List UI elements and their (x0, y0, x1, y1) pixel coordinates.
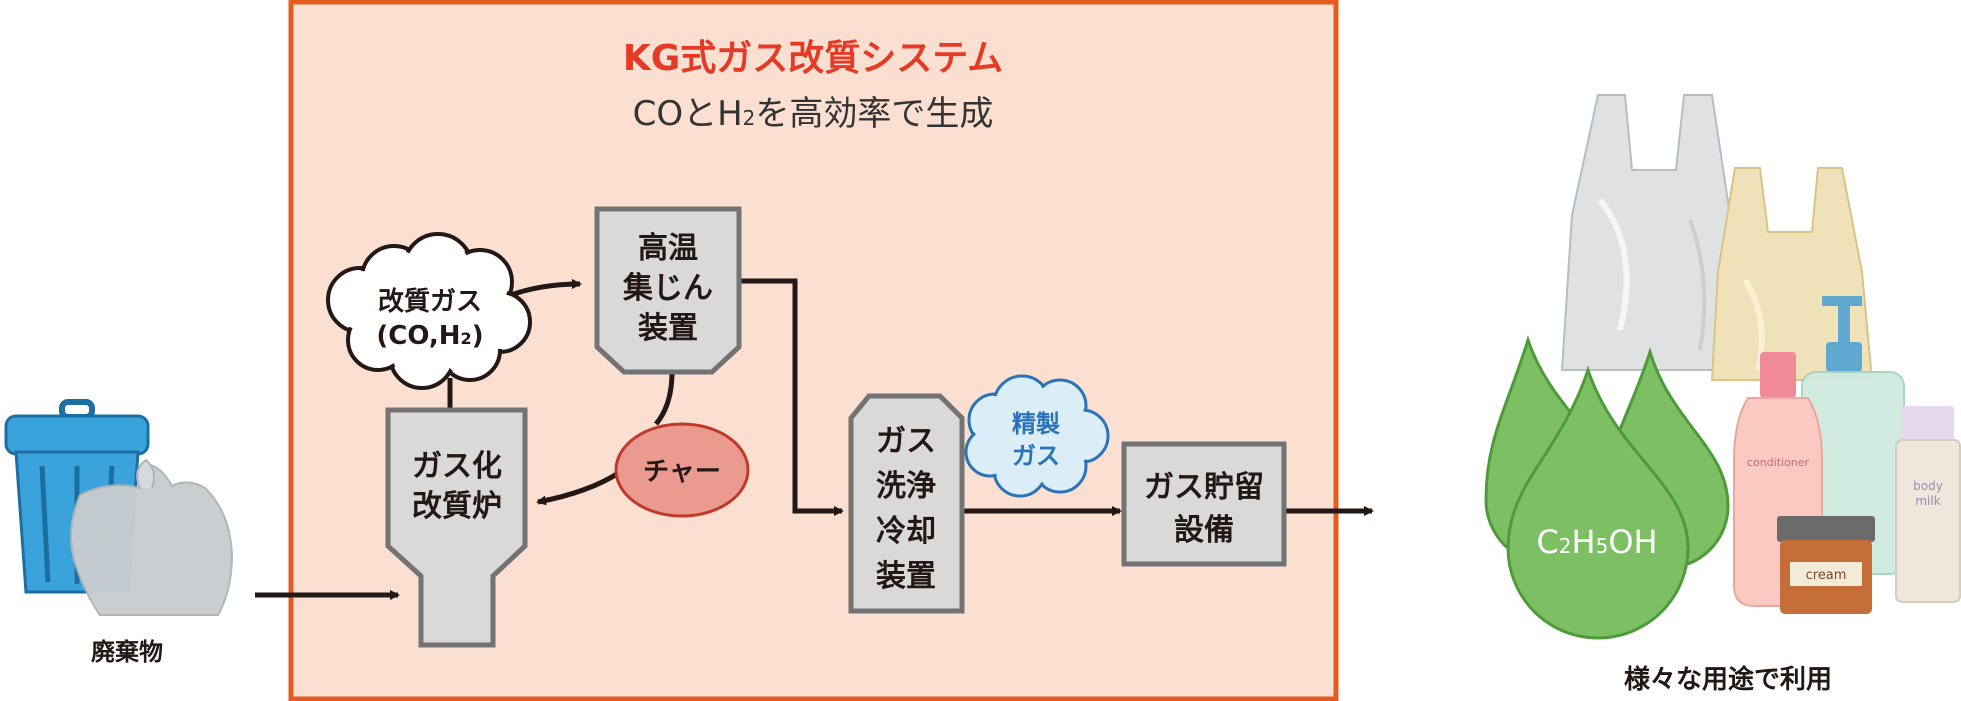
dust-collector-label-line3: 装置 (638, 311, 698, 346)
body-milk-label-line2: milk (1915, 494, 1940, 508)
refined-gas-label-line2: ガス (1012, 442, 1060, 470)
waste-icon (4, 399, 234, 616)
ethanol-formula: C2H5OH (1536, 523, 1657, 561)
conditioner-label: conditioner (1747, 456, 1810, 469)
storage-label-line1: ガス貯留 (1144, 470, 1264, 505)
refined-gas-label-line1: 精製 (1012, 410, 1060, 438)
refined-gas-bubble: 精製 ガス (964, 374, 1110, 498)
char-label: チャー (643, 457, 721, 487)
body-milk-label-line1: body (1913, 479, 1943, 493)
dust-collector-label-line2: 集じん (622, 271, 713, 306)
plastic-bag-icon (1560, 94, 1740, 371)
products-illustration: conditioner body milk C2H5OH cream (1484, 94, 1961, 640)
washer-label-line4: 装置 (876, 559, 936, 594)
dust-collector-node: 高温 集じん 装置 (594, 206, 742, 375)
furnace-node: ガス化 改質炉 (385, 407, 528, 648)
arrow-dust-collector-to-char (654, 371, 675, 426)
reformed-gas-bubble: 改質ガス (CO,H2) (326, 232, 532, 390)
waste-label: 廃棄物 (91, 638, 163, 666)
furnace-label-line1: ガス化 (412, 449, 502, 484)
yellow-bag-icon (1710, 167, 1874, 381)
system-title: KG式ガス改質システム (623, 38, 1003, 79)
cream-label: cream (1806, 568, 1847, 583)
washer-label-line1: ガス (876, 424, 936, 459)
usage-label: 様々な用途で利用 (1624, 664, 1832, 695)
arrow-dust-collector-to-washer (740, 278, 844, 516)
storage-node: ガス貯留 設備 (1121, 441, 1287, 567)
reformed-gas-label-line2: (CO,H2) (376, 321, 483, 351)
cream-jar-icon: cream (1777, 516, 1875, 614)
arrow-char-to-furnace (536, 469, 622, 506)
storage-label-line2: 設備 (1174, 513, 1234, 548)
body-milk-bottle-icon: body milk (1895, 406, 1961, 603)
washer-label-line2: 洗浄 (876, 469, 936, 504)
dust-collector-label-line1: 高温 (638, 231, 698, 266)
furnace-label-line2: 改質炉 (412, 489, 502, 524)
system-subtitle: COとH2を高効率で生成 (633, 94, 994, 134)
char-bubble: チャー (614, 422, 750, 518)
washer-label-line3: 冷却 (876, 514, 936, 549)
reformed-gas-label-line1: 改質ガス (378, 286, 482, 317)
washer-node: ガス 洗浄 冷却 装置 (848, 393, 965, 614)
ethanol-drops-icon: C2H5OH (1484, 335, 1730, 640)
